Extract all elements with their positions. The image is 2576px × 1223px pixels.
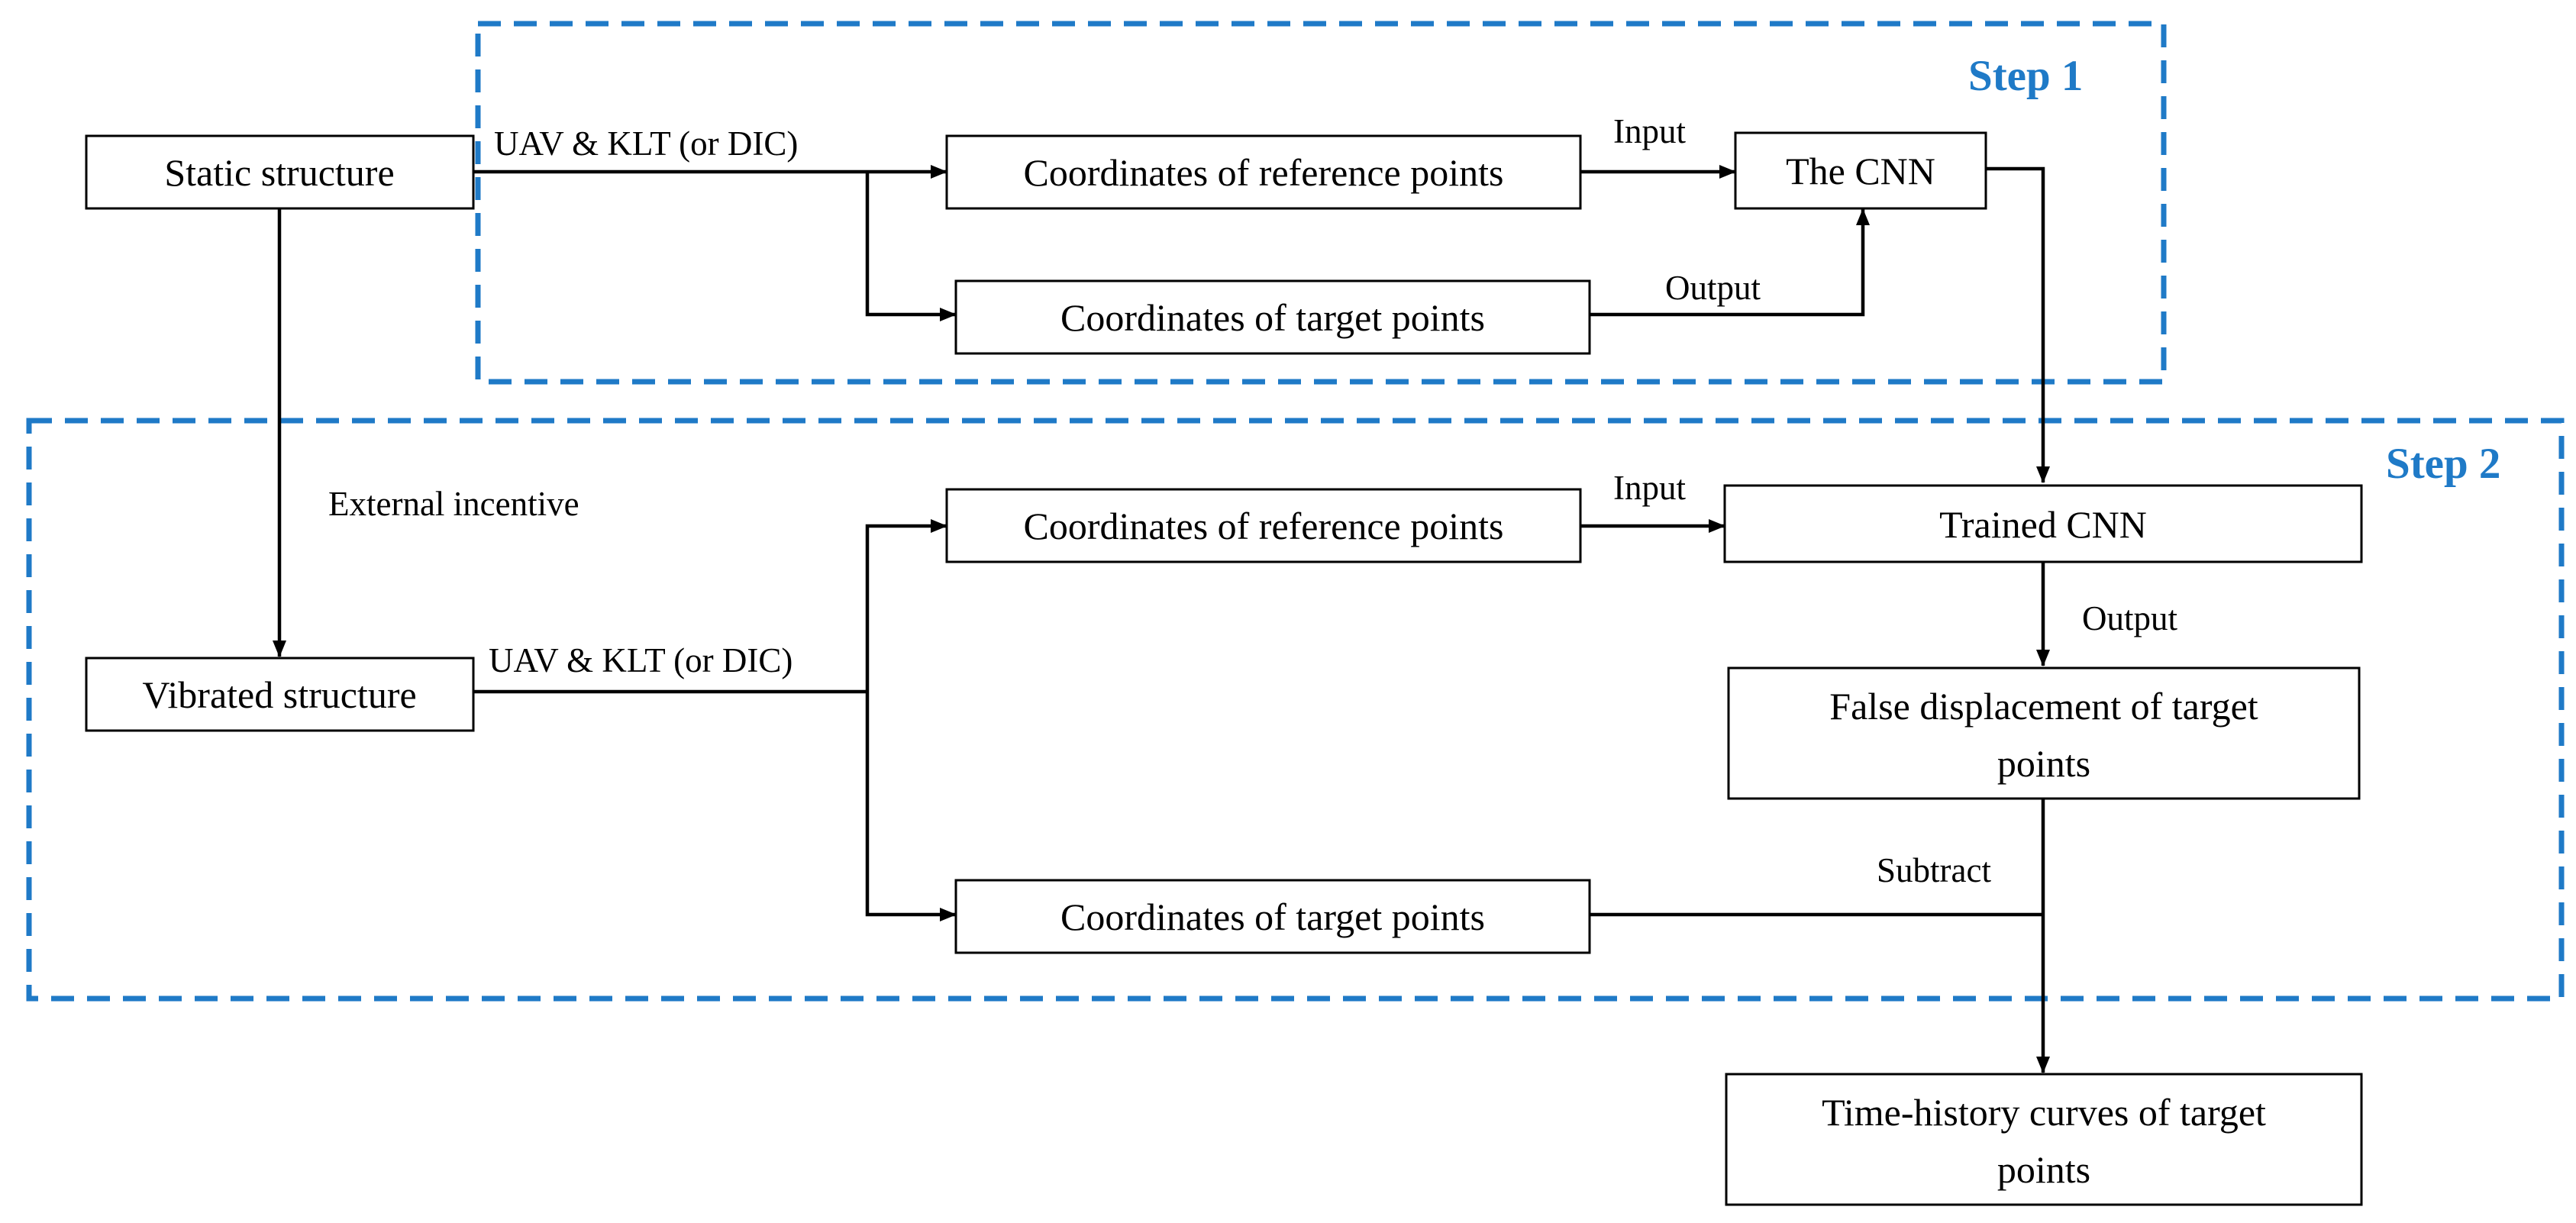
- node-trained-cnn: Trained CNN: [1723, 484, 2363, 563]
- node-ref-points-1-label: Coordinates of reference points: [1024, 151, 1504, 194]
- node-ref-points-2-label: Coordinates of reference points: [1024, 505, 1504, 547]
- edge-label-external-incentive: External incentive: [328, 485, 579, 523]
- edge-target1-to-cnn: [1590, 208, 1870, 317]
- node-vibrated-structure-label: Vibrated structure: [142, 673, 416, 716]
- edge-label-input-1: Input: [1613, 112, 1686, 150]
- node-the-cnn: The CNN: [1734, 131, 1987, 210]
- edge-label-subtract: Subtract: [1877, 851, 1991, 889]
- node-ref-points-1: Coordinates of reference points: [945, 134, 1582, 210]
- edge-vibrated-to-target2: [865, 692, 957, 921]
- node-the-cnn-label: The CNN: [1786, 150, 1935, 192]
- node-target-points-1-label: Coordinates of target points: [1060, 296, 1485, 339]
- step1-frame: [475, 21, 2167, 385]
- node-static-structure-label: Static structure: [164, 151, 394, 194]
- edge-label-output-2: Output: [2082, 599, 2178, 637]
- edge-label-input-2: Input: [1613, 469, 1686, 507]
- node-ref-points-2: Coordinates of reference points: [945, 488, 1582, 563]
- step2-label: Step 2: [2386, 440, 2500, 488]
- edge-static-to-target1: [865, 172, 957, 321]
- node-static-structure: Static structure: [85, 134, 475, 210]
- node-vibrated-structure: Vibrated structure: [85, 657, 475, 732]
- edge-vibrated-to-ref2: [865, 519, 947, 692]
- node-trained-cnn-label: Trained CNN: [1939, 503, 2147, 546]
- node-false-displacement-line2: points: [1997, 742, 2090, 785]
- step2-frame: [26, 418, 2565, 1002]
- node-target-points-2: Coordinates of target points: [954, 879, 1591, 954]
- edge-cnn-to-trained: [1986, 166, 2050, 483]
- node-time-history-line2: points: [1997, 1148, 2090, 1191]
- node-false-displacement-line1: False displacement of target: [1829, 685, 2258, 728]
- node-time-history-line1: Time-history curves of target: [1822, 1091, 2266, 1134]
- edge-label-uav-klt-2: UAV & KLT (or DIC): [489, 641, 792, 679]
- node-target-points-2-label: Coordinates of target points: [1060, 895, 1485, 938]
- node-target-points-1: Coordinates of target points: [954, 279, 1591, 355]
- node-false-displacement: False displacement of target points: [1727, 666, 2361, 800]
- edge-label-output-1: Output: [1665, 269, 1761, 307]
- edge-label-uav-klt-1: UAV & KLT (or DIC): [494, 124, 798, 163]
- node-time-history: Time-history curves of target points: [1725, 1073, 2363, 1206]
- step1-label: Step 1: [1968, 52, 2083, 100]
